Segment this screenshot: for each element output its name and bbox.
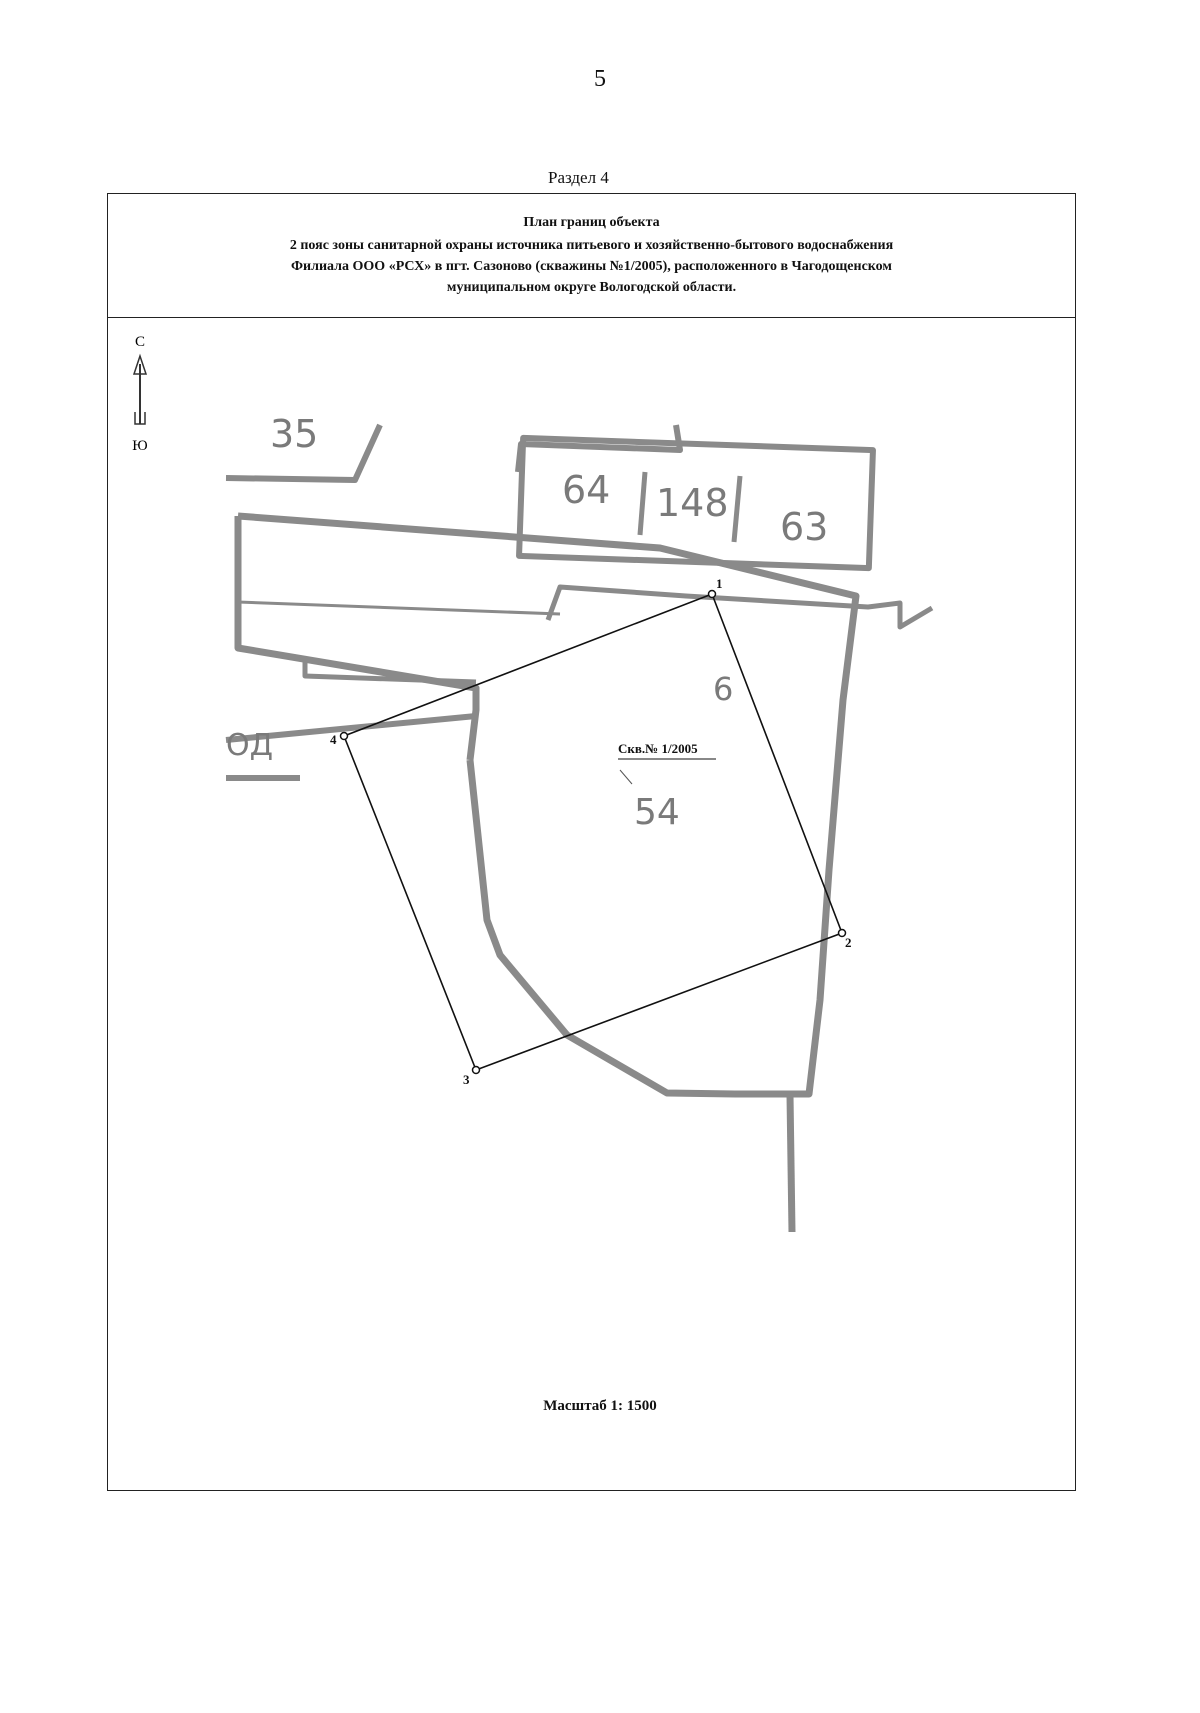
scale-label: Масштаб 1: 1500 [543,1398,657,1414]
parcel-number: 148 [656,481,729,525]
plan-header: План границ объекта 2 пояс зоны санитарн… [108,194,1075,318]
boundary-point-label: 4 [330,732,337,747]
plan-title: План границ объекта [523,215,660,230]
well-label: Скв.№ 1/2005 [618,741,716,785]
plan-subtitle-line-2: Филиала ООО «РСХ» в пгт. Сазоново (скваж… [291,259,892,274]
zone-boundary [339,589,847,1075]
parcel-number: 54 [634,792,680,833]
section-label: Раздел 4 [548,168,609,187]
boundary-point-label: 2 [845,935,852,950]
plan-subtitle-line-3: муниципальном округе Вологодской области… [446,280,737,295]
well-label-text: Скв.№ 1/2005 [618,741,698,756]
boundary-point-label: 1 [716,576,723,591]
parcel-number: ОД [226,728,273,763]
compass-north-label: С [135,334,145,350]
parcel-outlines [225,423,934,1233]
plan-subtitle-line-1: 2 пояс зоны санитарной охраны источника … [289,238,894,253]
boundary-point-label: 3 [463,1072,470,1087]
page-number: 5 [594,66,606,92]
parcel-number: 35 [270,412,318,456]
plan-frame: План границ объекта 2 пояс зоны санитарн… [107,193,1076,1491]
parcel-numbers: 35 64 148 63 6 54 ОД [226,412,828,833]
compass-south-label: Ю [132,438,147,454]
parcel-number: 63 [780,505,828,549]
parcel-number: 6 [713,670,733,708]
boundary-point-labels: 1 2 3 4 [330,576,852,1087]
north-arrow-icon: С Ю [132,334,147,454]
parcel-number: 64 [562,468,610,512]
